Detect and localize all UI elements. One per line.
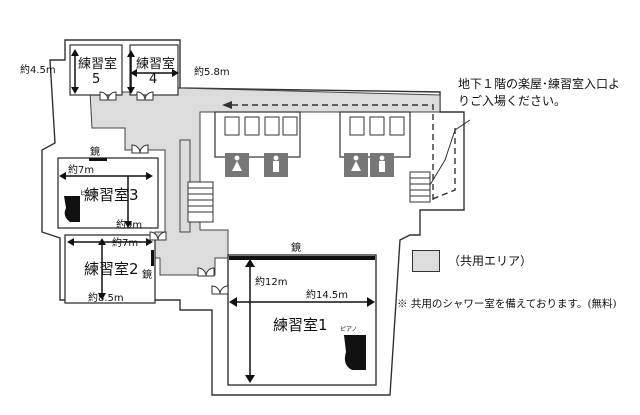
room-1-piano-label: ピアノ bbox=[340, 326, 357, 333]
female-restroom-icon bbox=[225, 153, 249, 177]
room-3-piano-label: ピアノ bbox=[80, 190, 97, 197]
entrance-route bbox=[225, 104, 456, 201]
female-restroom-icon-2 bbox=[344, 153, 368, 177]
male-restroom-icon-2 bbox=[370, 153, 394, 177]
mirror-room-2 bbox=[151, 250, 154, 266]
stairs-icon-right bbox=[409, 119, 471, 203]
piano-icon-room-3 bbox=[64, 196, 80, 222]
room-5 bbox=[69, 44, 123, 96]
room-5-label-line2: 5 bbox=[92, 72, 100, 87]
entrance-route-arrow bbox=[222, 101, 232, 109]
room-4-size: 約5.8m bbox=[194, 65, 230, 78]
room-2-mirror-label: 鏡 bbox=[142, 268, 152, 281]
room-2 bbox=[64, 234, 156, 304]
room-2-width: 約7m bbox=[112, 236, 138, 249]
room-1-mirror-label: 鏡 bbox=[291, 241, 301, 254]
room-4-label-line1: 練習室 bbox=[136, 56, 175, 72]
shared-area-legend-swatch bbox=[412, 250, 440, 272]
mirror-room-1 bbox=[229, 256, 375, 260]
stairs-icon bbox=[187, 181, 214, 223]
mirror-room-3 bbox=[89, 158, 107, 161]
dimension-arrows bbox=[62, 52, 372, 380]
dimension-arrowheads bbox=[59, 49, 375, 383]
room-3-depth: 約9m bbox=[116, 218, 142, 231]
shower-note: ※ 共用のシャワー室を備えております。(無料) bbox=[397, 298, 617, 310]
room-1-depth: 約12m bbox=[255, 275, 287, 288]
room-3-label: 練習室3 bbox=[84, 186, 139, 204]
room-2-label: 練習室2 bbox=[84, 260, 139, 278]
room-5-label-line1: 練習室 bbox=[78, 56, 117, 72]
door-icon bbox=[99, 91, 229, 295]
room-3-mirror-label: 鏡 bbox=[90, 145, 100, 158]
shared-area-legend-label: （共用エリア） bbox=[448, 254, 533, 268]
piano-icon bbox=[344, 335, 366, 370]
room-4-label-line2: 4 bbox=[149, 72, 157, 87]
room-2-depth: 約8.5m bbox=[88, 291, 124, 304]
room-1-label: 練習室1 bbox=[273, 316, 328, 334]
restroom-stalls bbox=[224, 116, 405, 136]
room-3-width: 約7m bbox=[68, 163, 94, 176]
room-5-size: 約4.5m bbox=[20, 63, 56, 76]
room-1-width: 約14.5m bbox=[306, 288, 348, 301]
room-4 bbox=[129, 44, 179, 96]
entrance-note: 地下１階の楽屋･練習室入口よりご入場ください。 bbox=[458, 77, 621, 108]
male-restroom-icon bbox=[264, 153, 288, 177]
